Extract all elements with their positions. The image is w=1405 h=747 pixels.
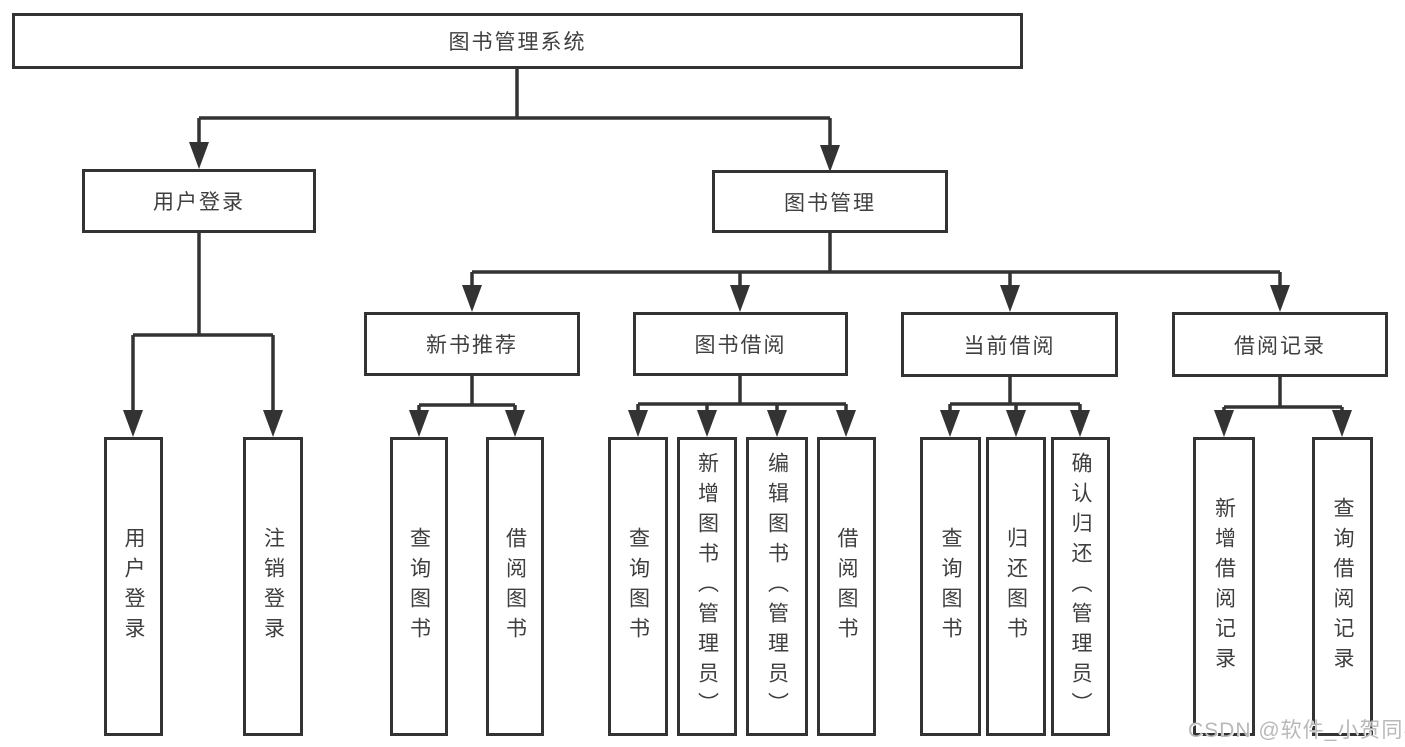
node-root: 图书管理系统 — [12, 13, 1023, 69]
leaf-query-books-current: 查询图书 — [920, 437, 981, 736]
node-new-book-recommend-label: 新书推荐 — [426, 334, 518, 357]
leaf-add-borrow-record-label: 新增借阅记录 — [1212, 496, 1236, 677]
leaf-logout: 注销登录 — [243, 437, 303, 736]
leaf-query-borrow-record-label: 查询借阅记录 — [1331, 496, 1354, 677]
leaf-return-book: 归还图书 — [986, 437, 1046, 736]
leaf-borrow-books-recommend: 借阅图书 — [486, 437, 544, 736]
leaf-add-book-admin-label: 新增图书（管理员） — [695, 451, 719, 722]
leaf-query-books-recommend-label: 查询图书 — [407, 526, 431, 647]
leaf-edit-book-admin: 编辑图书（管理员） — [746, 437, 808, 736]
node-user-login-label: 用户登录 — [153, 191, 245, 214]
node-book-borrowing-label: 图书借阅 — [694, 334, 787, 357]
node-current-borrowing-label: 当前借阅 — [963, 334, 1056, 358]
leaf-user-login: 用户登录 — [104, 437, 163, 736]
leaf-query-books-current-label: 查询图书 — [939, 526, 962, 647]
leaf-borrow-books-borrowing-label: 借阅图书 — [835, 526, 858, 647]
leaf-edit-book-admin-label: 编辑图书（管理员） — [765, 451, 789, 722]
node-new-book-recommend: 新书推荐 — [364, 312, 580, 376]
node-user-login: 用户登录 — [82, 169, 316, 233]
node-borrowing-records-label: 借阅记录 — [1234, 334, 1326, 358]
leaf-query-books-borrowing: 查询图书 — [608, 437, 668, 736]
connector-paths — [131, 68, 1344, 415]
leaf-query-borrow-record: 查询借阅记录 — [1312, 437, 1373, 736]
node-book-borrowing: 图书借阅 — [633, 312, 848, 376]
leaf-logout-label: 注销登录 — [261, 526, 285, 647]
leaf-return-book-label: 归还图书 — [1004, 526, 1028, 647]
leaf-borrow-books-borrowing: 借阅图书 — [817, 437, 876, 736]
node-book-management-label: 图书管理 — [784, 191, 876, 215]
node-root-label: 图书管理系统 — [448, 31, 587, 54]
leaf-borrow-books-recommend-label: 借阅图书 — [503, 526, 527, 647]
leaf-confirm-return-admin-label: 确认归还（管理员） — [1069, 451, 1092, 722]
node-current-borrowing: 当前借阅 — [901, 312, 1118, 377]
leaf-user-login-label: 用户登录 — [122, 526, 145, 647]
leaf-confirm-return-admin: 确认归还（管理员） — [1051, 437, 1110, 736]
arrowheads — [123, 142, 1352, 437]
leaf-query-books-borrowing-label: 查询图书 — [626, 526, 650, 647]
node-borrowing-records: 借阅记录 — [1172, 312, 1388, 377]
leaf-add-borrow-record: 新增借阅记录 — [1193, 437, 1255, 736]
leaf-add-book-admin: 新增图书（管理员） — [677, 437, 737, 736]
leaf-query-books-recommend: 查询图书 — [390, 437, 448, 736]
node-book-management: 图书管理 — [712, 170, 948, 233]
watermark: CSDN @软件_小贺同学 — [1188, 719, 1405, 742]
